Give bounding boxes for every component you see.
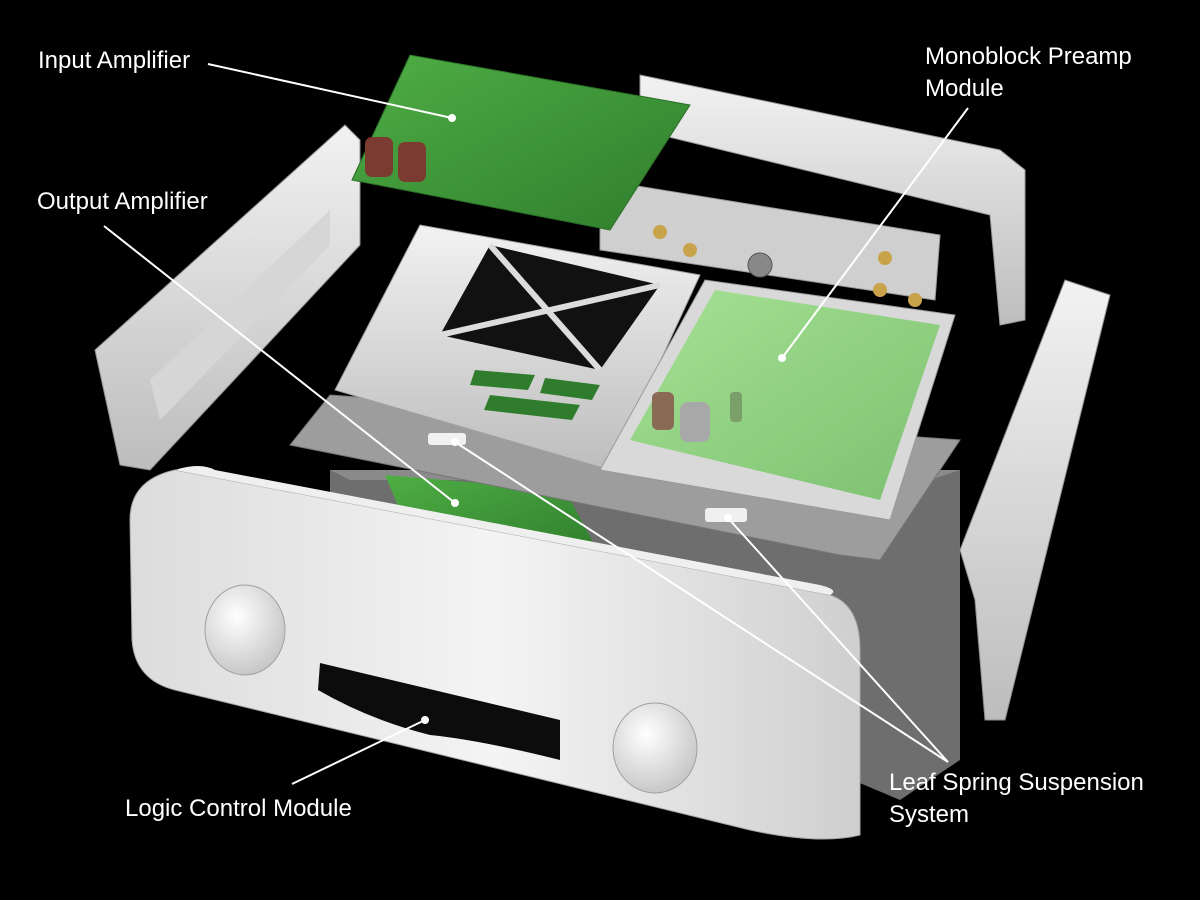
label-leaf-spring-suspension: Leaf Spring Suspension System [889,767,1144,831]
callout-dot [778,354,786,362]
monoblock-module-board [630,290,940,500]
callout-line-logic [291,719,426,785]
callout-lines [103,63,969,785]
capacitor [398,142,426,182]
capacitor [680,402,710,442]
selector-knob [612,702,698,794]
label-output-amplifier: Output Amplifier [37,188,208,215]
callout-line-leaf-b [727,517,949,763]
callout-line-mono [781,107,969,359]
callout-dot [448,114,456,122]
cross-brace-b [487,243,603,372]
connector-jack [653,225,667,239]
label-monoblock-line1: Monoblock Preamp [925,43,1132,70]
connector-jack [908,293,922,307]
label-logic-control-module: Logic Control Module [125,795,352,822]
volume-knob [204,584,286,676]
callout-line-input [207,63,453,119]
label-input-amplifier: Input Amplifier [38,47,191,74]
connector-jack [878,251,892,265]
callout-line-leaf-a [454,441,949,763]
callout-dots [421,114,786,724]
rear-panel [639,74,1026,326]
left-side-panel-inner [150,210,330,420]
callout-dot [421,716,429,724]
front-panel-top [175,466,834,595]
right-side-panel [959,279,1111,721]
label-monoblock-preamp-module: Monoblock Preamp Module [925,41,1132,105]
callout-dot [451,438,459,446]
xlr-connector [747,252,773,278]
chassis-green-slot-2 [540,378,600,400]
chassis-green-slot-1 [470,370,535,390]
capacitor [652,392,674,430]
callout-dot [451,499,459,507]
capacitor [365,137,393,177]
callout-line-output [103,225,456,504]
leaf-spring-left [428,433,466,445]
label-leaf-line1: Leaf Spring Suspension [889,769,1144,796]
display-window [318,663,560,760]
connector-jack [683,243,697,257]
label-monoblock-line2: Module [925,75,1004,102]
callout-dot [724,514,732,522]
capacitor [730,392,742,422]
connector-jack [873,283,887,297]
label-leaf-line2: System [889,801,970,828]
chassis-green-slot-3 [484,395,580,420]
input-amplifier-board [351,54,691,231]
